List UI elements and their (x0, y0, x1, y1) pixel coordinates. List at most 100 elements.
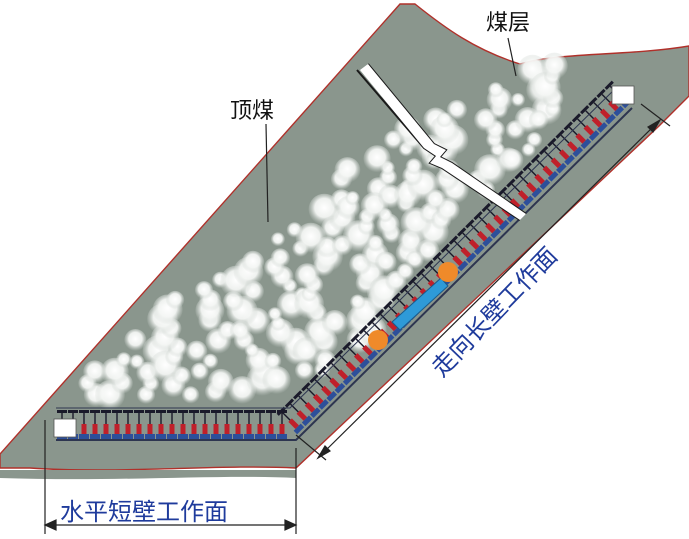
coal-cloud-puff (262, 365, 291, 395)
coal-cloud-puff (528, 110, 549, 130)
coal-cloud-puff (526, 132, 543, 148)
hydraulic-support-icon (580, 105, 608, 133)
coal-cloud-puff (396, 263, 414, 281)
shearer-drum-upper (438, 262, 458, 282)
dimension-strike-face (295, 103, 671, 461)
hydraulic-support-icon (255, 410, 265, 439)
hydraulic-support-icon (481, 202, 510, 231)
hydraulic-support-icon (317, 365, 346, 394)
coal-cloud-puff (511, 93, 525, 107)
floor-strata (0, 470, 296, 480)
label-coal-seam: 煤层 (486, 11, 530, 36)
hydraulic-support-icon (465, 219, 493, 247)
hydraulic-support-icon (123, 410, 133, 439)
shearer-icon (368, 262, 458, 350)
coal-cloud-puff (425, 189, 446, 211)
coal-cloud-puff (446, 99, 467, 121)
label-horizontal-shortwall-face: 水平短壁工作面 (60, 498, 228, 526)
coal-cloud-puff (436, 112, 453, 128)
hydraulic-support-icon (101, 410, 111, 439)
hydraulic-support-icon (530, 154, 559, 182)
hydraulic-support-icon (134, 410, 144, 439)
leader-coal-seam (507, 37, 517, 77)
roadway-end (611, 85, 635, 105)
hydraulic-support-icon (167, 410, 177, 439)
coal-cloud-puff (345, 191, 360, 206)
coal-cloud-puff (124, 329, 147, 351)
coal-cloud-puff (314, 349, 336, 372)
hydraulic-support-icon (555, 129, 584, 158)
hydraulic-support-icon (457, 227, 485, 255)
hydraulic-support-icon (79, 410, 89, 439)
coal-cloud-puff (500, 148, 524, 172)
hydraulic-support-icon (571, 113, 600, 141)
hydraulic-support-icon (145, 410, 155, 439)
coal-cloud-puff (270, 232, 285, 247)
hydraulic-support-icon (276, 406, 305, 435)
hydraulic-support-icon (522, 162, 551, 190)
coal-cloud-puff (541, 52, 568, 80)
hydraulic-support-icon (547, 137, 575, 166)
hydraulic-support-icon (448, 235, 477, 264)
coal-cloud-puff (321, 310, 348, 336)
coal-cloud-puff (116, 352, 132, 368)
hydraulic-support-icon (473, 211, 502, 239)
coal-cloud-puff (366, 235, 384, 252)
coal-cloud-puff (405, 158, 423, 176)
shearer-drum-lower (368, 330, 388, 350)
coal-cloud-puff (295, 222, 326, 253)
coal-cloud-puff (185, 340, 208, 362)
hydraulic-support-icon (309, 374, 338, 402)
hydraulic-support-icon (293, 390, 321, 418)
leader-top-coal (265, 123, 269, 223)
coal-cloud-puff (487, 82, 504, 98)
hydraulic-support-icon (189, 410, 199, 439)
coal-cloud-puff (194, 281, 214, 300)
coal-cloud-puff (207, 368, 234, 395)
hydraulic-support-icon (211, 410, 221, 439)
dimension-horizontal-face (43, 420, 298, 534)
coal-cloud-puff (190, 362, 209, 381)
hydraulic-support-icon (112, 410, 122, 439)
coal-cloud-puff (270, 248, 290, 268)
coal-cloud-puff (294, 263, 320, 288)
hydraulic-support-icon (266, 410, 276, 439)
coal-cloud-puff (264, 352, 282, 370)
coal-cloud-puff (334, 157, 361, 183)
shearer-body (391, 277, 449, 331)
hydraulic-support-icon (342, 341, 370, 370)
canopy-line (56, 85, 619, 409)
hydraulic-support-icon (506, 178, 534, 207)
hydraulic-support-icon (563, 121, 592, 149)
hydraulic-support-icon (284, 398, 313, 427)
hydraulic-support-icon (222, 410, 232, 439)
hydraulic-support-icon (588, 96, 616, 125)
label-top-coal: 顶煤 (230, 99, 274, 124)
hydraulic-support-icon (244, 410, 254, 439)
coal-cloud-puff (349, 294, 366, 310)
roadway-end (53, 418, 77, 438)
coal-cloud-puff (294, 361, 314, 380)
hydraulic-support-icon (200, 410, 210, 439)
hydraulic-support-icon (334, 349, 362, 378)
coal-cloud-puff (181, 386, 200, 404)
hydraulic-support-icon (178, 410, 188, 439)
hydraulic-support-icon (596, 88, 625, 117)
coal-cloud-puff (202, 353, 219, 370)
coal-cloud-puff (375, 251, 397, 274)
coal-cloud-puff (129, 354, 145, 370)
coal-cloud-puff (241, 250, 265, 274)
hydraulic-support-icon (440, 243, 469, 272)
break-gap (360, 64, 526, 220)
hydraulic-support-icon (514, 170, 543, 198)
hydraulic-support-icon (90, 410, 100, 439)
hydraulic-support-icon (301, 382, 329, 410)
coal-cloud-puff (363, 145, 391, 173)
hydraulic-support-icon (539, 145, 567, 174)
hydraulic-support-icon (233, 410, 243, 439)
coal-cloud-puff (83, 360, 107, 384)
hydraulic-support-icon (156, 410, 166, 439)
coal-cloud-puff (166, 290, 185, 310)
